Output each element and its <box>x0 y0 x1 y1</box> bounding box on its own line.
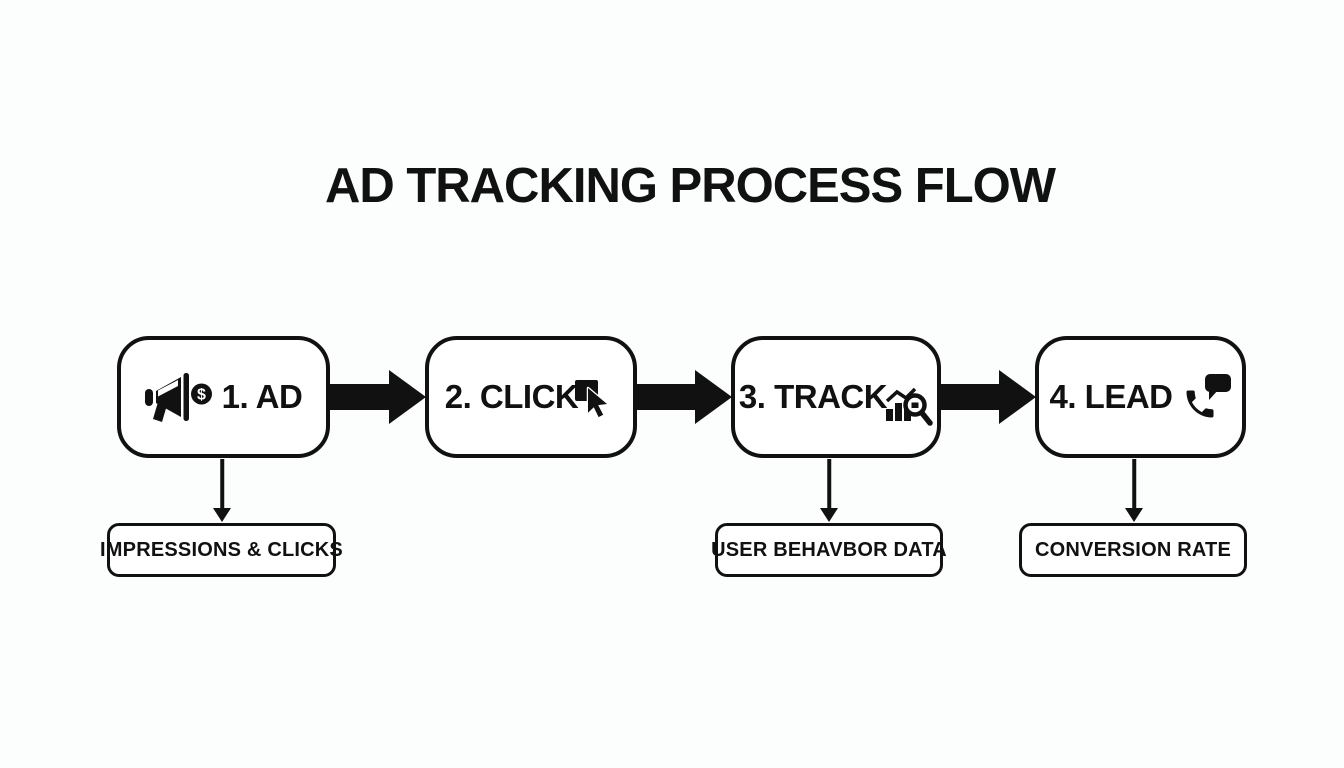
arrowhead-down-icon <box>213 508 231 522</box>
step-label-click: 2. CLICK <box>444 378 579 415</box>
output-box-user-behavior-data: USER BEHAVBOR DATA <box>711 523 947 577</box>
arrowhead-down-icon <box>1125 508 1143 522</box>
step-label-track: 3. TRACK <box>738 378 888 415</box>
output-label: USER BEHAVBOR DATA <box>711 538 947 561</box>
output-label: CONVERSION RATE <box>1035 538 1231 561</box>
step-box-lead: 4. LEAD <box>1035 336 1246 458</box>
flow-arrow-3 <box>938 370 1036 424</box>
flow-arrow-1 <box>327 370 426 424</box>
step-label-lead: 4. LEAD <box>1049 378 1173 415</box>
phone-chat-icon <box>1186 374 1231 418</box>
arrowhead-down-icon <box>820 508 838 522</box>
step-box-track: 3. TRACK <box>731 336 941 458</box>
output-label: IMPRESSIONS & CLICKS <box>100 538 343 561</box>
dollar-glyph: $ <box>197 387 206 404</box>
step-box-click: 2. CLICK <box>425 336 637 458</box>
megaphone-dollar-icon: $ <box>144 373 212 422</box>
output-box-impressions-clicks: IMPRESSIONS & CLICKS <box>100 523 343 577</box>
click-cursor-icon <box>575 380 609 419</box>
output-box-conversion-rate: CONVERSION RATE <box>1019 523 1247 577</box>
connector-track-to-behavior <box>819 459 839 522</box>
connector-ad-to-impressions <box>212 459 232 522</box>
diagram-title: AD TRACKING PROCESS FLOW <box>324 159 1056 213</box>
analytics-magnifier-icon <box>885 387 933 426</box>
connector-lead-to-conversion <box>1124 459 1144 522</box>
flow-arrow-2 <box>634 370 732 424</box>
step-box-ad: $ 1. AD <box>117 336 330 458</box>
step-label-ad: 1. AD <box>221 378 303 415</box>
